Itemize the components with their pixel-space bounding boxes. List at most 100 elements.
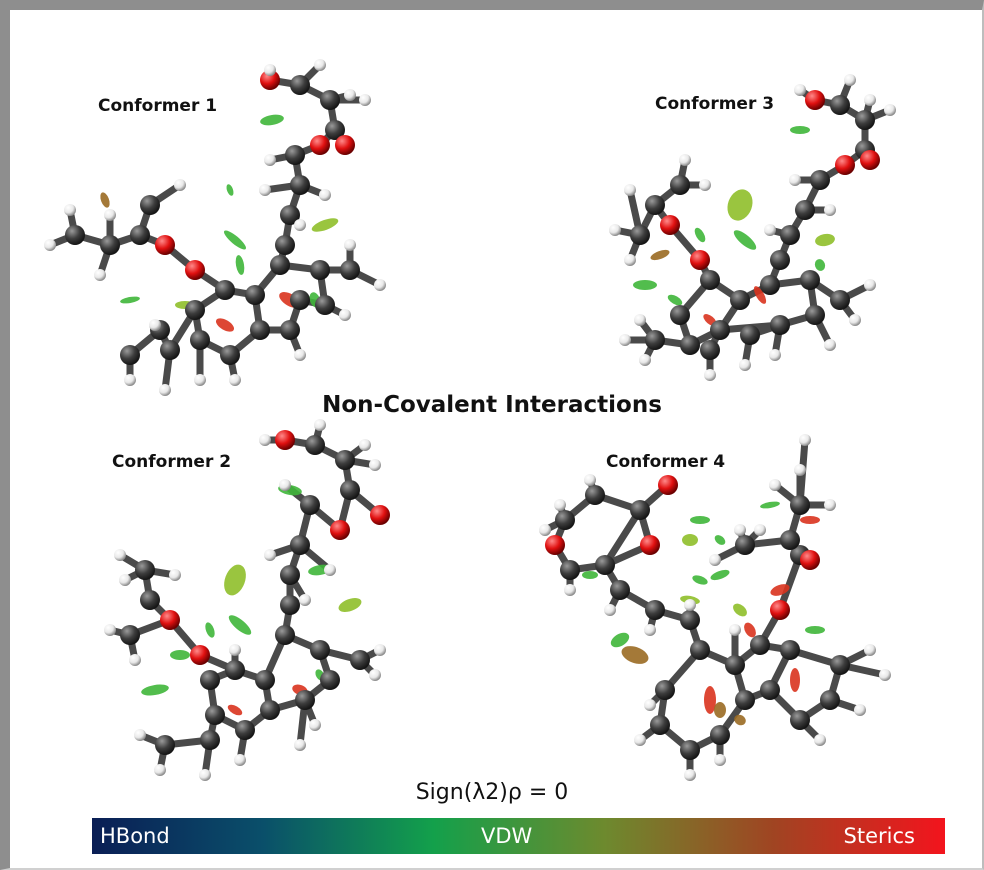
carbon-atom: [130, 225, 150, 245]
carbon-atom: [670, 175, 690, 195]
oxygen-atom: [160, 610, 180, 630]
hydrogen-atom: [634, 314, 646, 326]
hydrogen-atom: [644, 624, 656, 636]
hydrogen-atom: [854, 704, 866, 716]
carbon-atom: [350, 650, 370, 670]
color-scale-bar: HBond VDW Sterics: [92, 818, 945, 854]
carbon-atom: [790, 495, 810, 515]
nci-isosurface: [815, 233, 835, 247]
carbon-atom: [310, 260, 330, 280]
carbon-atom: [760, 680, 780, 700]
carbon-atom: [260, 700, 280, 720]
hydrogen-atom: [259, 184, 271, 196]
carbon-atom: [280, 320, 300, 340]
hydrogen-atom: [234, 754, 246, 766]
carbon-atom: [155, 735, 175, 755]
hydrogen-atom: [124, 374, 136, 386]
hydrogen-atom: [564, 584, 576, 596]
hydrogen-atom: [769, 349, 781, 361]
hydrogen-atom: [104, 624, 116, 636]
carbon-atom: [290, 290, 310, 310]
nci-isosurface: [141, 684, 169, 696]
hydrogen-atom: [754, 524, 766, 536]
carbon-atom: [780, 530, 800, 550]
carbon-atom: [275, 625, 295, 645]
carbon-atom: [790, 710, 810, 730]
oxygen-atom: [690, 250, 710, 270]
nci-isosurface: [633, 280, 657, 290]
hydrogen-atom: [879, 669, 891, 681]
hydrogen-atom: [814, 734, 826, 746]
carbon-atom: [740, 325, 760, 345]
carbon-atom: [630, 500, 650, 520]
nci-isosurface: [223, 230, 247, 250]
carbon-atom: [855, 110, 875, 130]
carbon-atom: [65, 225, 85, 245]
hydrogen-atom: [359, 439, 371, 451]
hydrogen-atom: [769, 479, 781, 491]
carbon-atom: [830, 290, 850, 310]
hydrogen-atom: [864, 644, 876, 656]
hydrogen-atom: [194, 374, 206, 386]
nci-isosurface: [727, 189, 753, 221]
carbon-atom: [320, 670, 340, 690]
hydrogen-atom: [554, 499, 566, 511]
oxygen-atom: [190, 645, 210, 665]
hydrogen-atom: [294, 349, 306, 361]
hydrogen-atom: [734, 524, 746, 536]
hydrogen-atom: [264, 64, 276, 76]
hydrogen-atom: [344, 89, 356, 101]
carbon-atom: [820, 690, 840, 710]
vdw-label: VDW: [480, 824, 533, 848]
nci-isosurface: [770, 584, 790, 596]
carbon-atom: [340, 260, 360, 280]
carbon-atom: [655, 680, 675, 700]
hydrogen-atom: [299, 594, 311, 606]
nci-isosurface: [224, 564, 246, 596]
carbon-atom: [250, 320, 270, 340]
carbon-atom: [140, 590, 160, 610]
hydrogen-atom: [199, 769, 211, 781]
hydrogen-atom: [169, 569, 181, 581]
nci-isosurface: [704, 686, 716, 714]
carbon-atom: [560, 560, 580, 580]
carbon-atom: [225, 660, 245, 680]
carbon-atom: [645, 195, 665, 215]
hydrogen-atom: [134, 729, 146, 741]
hydrogen-atom: [794, 464, 806, 476]
hydrogen-atom: [339, 309, 351, 321]
hydrogen-atom: [374, 279, 386, 291]
carbon-atom: [120, 625, 140, 645]
nci-isosurface: [228, 615, 252, 635]
carbon-atom: [780, 640, 800, 660]
nci-isosurface: [814, 259, 826, 271]
carbon-atom: [140, 195, 160, 215]
carbon-atom: [280, 205, 300, 225]
conformer-4-label: Conformer 4: [606, 452, 726, 472]
nci-isosurface: [120, 296, 140, 304]
hydrogen-atom: [604, 604, 616, 616]
hydrogen-atom: [264, 549, 276, 561]
hydrogen-atom: [319, 189, 331, 201]
hydrogen-atom: [824, 339, 836, 351]
hydrogen-atom: [704, 369, 716, 381]
carbon-atom: [235, 720, 255, 740]
nci-isosurface: [610, 632, 630, 648]
nci-isosurface: [733, 603, 747, 617]
oxygen-atom: [330, 520, 350, 540]
hydrogen-atom: [344, 239, 356, 251]
carbon-atom: [315, 295, 335, 315]
hydrogen-atom: [794, 84, 806, 96]
nci-isosurface: [227, 704, 243, 716]
hydrogen-atom: [884, 104, 896, 116]
hydrogen-atom: [374, 644, 386, 656]
carbon-atom: [325, 120, 345, 140]
hydrogen-atom: [789, 174, 801, 186]
carbon-atom: [770, 315, 790, 335]
hydrogen-atom: [714, 754, 726, 766]
carbon-atom: [245, 285, 265, 305]
nci-surfaces-layer: [100, 114, 835, 726]
hydrogen-atom: [149, 319, 161, 331]
carbon-atom: [220, 345, 240, 365]
oxygen-atom: [770, 600, 790, 620]
